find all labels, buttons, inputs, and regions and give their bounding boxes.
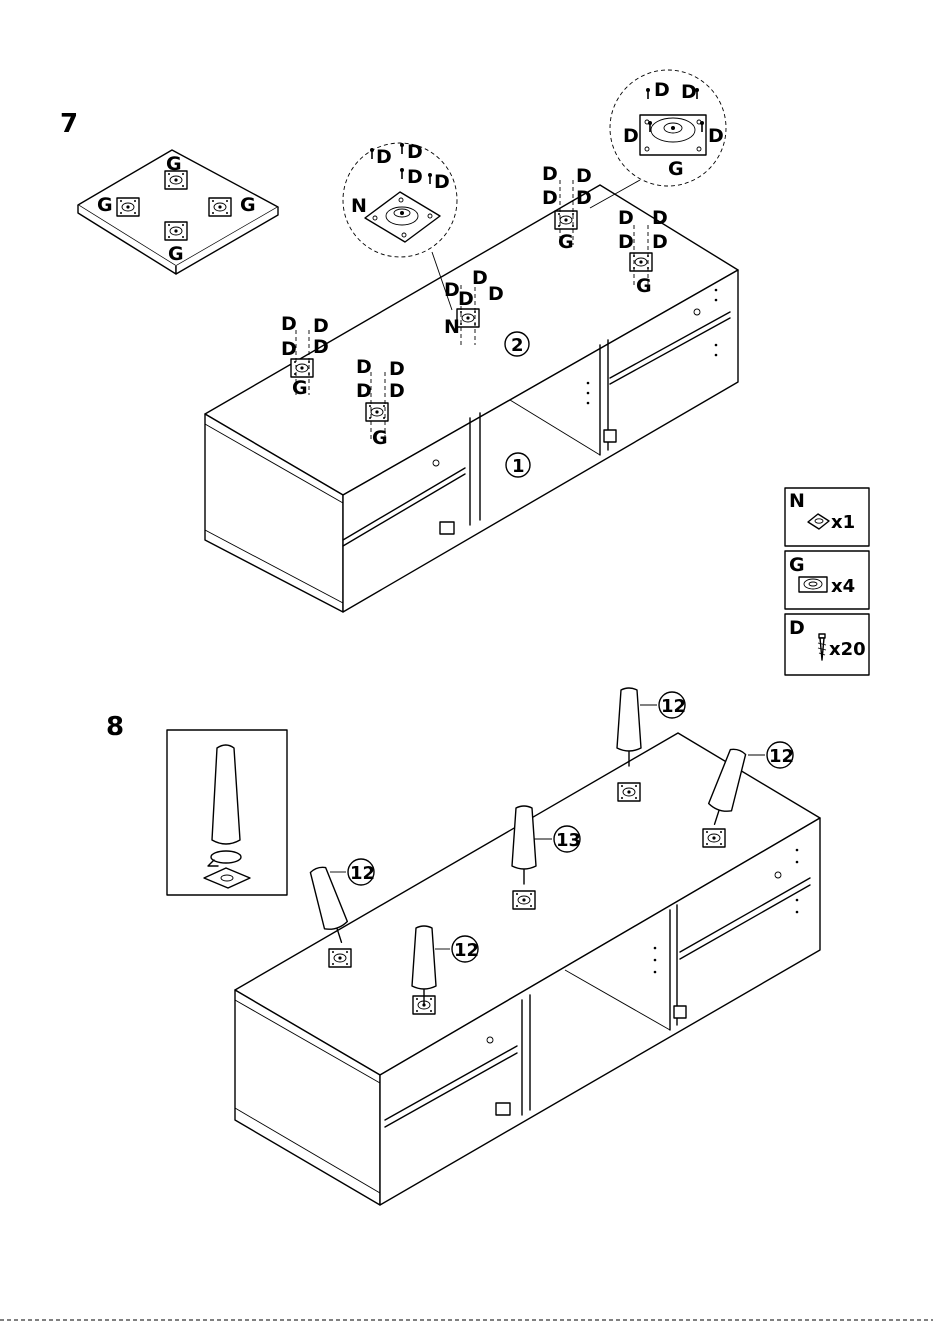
screw-d-label: D: [488, 283, 504, 305]
plate-g-label: G: [372, 427, 388, 449]
screw-d-label: D: [389, 358, 405, 380]
screw-d-label: D: [654, 79, 670, 101]
screw-d-label: D: [458, 288, 474, 310]
screw-d-label: D: [434, 171, 450, 193]
screw-d-label: D: [376, 146, 392, 168]
leg-callout-12: 12: [454, 940, 479, 961]
screw-d-label: D: [576, 187, 592, 209]
leg-callout-13: 13: [556, 830, 581, 851]
board-label-g-right: G: [240, 194, 256, 216]
leg-callout-12: 12: [350, 863, 375, 884]
legend-g-letter: G: [789, 554, 805, 576]
detail-plate-n-label: N: [351, 195, 367, 217]
panel-label-2: 2: [511, 335, 524, 356]
legend-n-letter: N: [789, 490, 805, 512]
plate-g-label: G: [636, 275, 652, 297]
legend-g-quantity: x4: [831, 576, 855, 597]
screw-d-label: D: [281, 313, 297, 335]
mounting-plate-n-icon: [808, 514, 829, 529]
step-8-number: 8: [106, 712, 124, 742]
screw-d-label: D: [652, 231, 668, 253]
parts-legend: N x1 G x4 D x20: [785, 488, 869, 675]
screw-d-label: D: [313, 336, 329, 358]
screw-d-label: D: [623, 125, 639, 147]
screw-d-label: D: [407, 141, 423, 163]
leg-callout-12: 12: [661, 696, 686, 717]
mounting-plate-g-icon: [799, 577, 827, 592]
screw-d-label: D: [389, 380, 405, 402]
screw-d-label: D: [542, 163, 558, 185]
step-7-number: 7: [60, 109, 78, 139]
screw-d-label: D: [618, 207, 634, 229]
detail-circle-g: D D D D G: [590, 70, 726, 208]
screw-d-label: D: [407, 166, 423, 188]
screw-d-label: D: [356, 380, 372, 402]
screw-d-label: D: [652, 207, 668, 229]
screw-d-label: D: [681, 81, 697, 103]
screw-d-label: D: [576, 165, 592, 187]
board-label-g-left: G: [97, 194, 113, 216]
screw-d-label: D: [542, 187, 558, 209]
legend-n-quantity: x1: [831, 512, 855, 533]
screw-d-label: D: [708, 125, 724, 147]
panel-label-1: 1: [512, 456, 525, 477]
plate-g-label: G: [558, 231, 574, 253]
g-pad-board: G G G G: [78, 150, 278, 274]
board-label-g-top: G: [166, 153, 182, 175]
plate-n-label: N: [444, 316, 460, 338]
screw-d-label: D: [313, 315, 329, 337]
leg-detail-box: [167, 730, 287, 895]
screw-d-label: D: [281, 338, 297, 360]
screw-d-label: D: [356, 356, 372, 378]
detail-plate-g-label: G: [668, 158, 684, 180]
screw-d-label: D: [472, 267, 488, 289]
legend-d-quantity: x20: [829, 639, 866, 660]
screw-icon: [818, 634, 826, 660]
legend-d-letter: D: [789, 617, 805, 639]
plate-g-label: G: [292, 377, 308, 399]
board-label-g-bottom: G: [168, 243, 184, 265]
leg-callout-12: 12: [769, 746, 794, 767]
screw-d-label: D: [618, 231, 634, 253]
